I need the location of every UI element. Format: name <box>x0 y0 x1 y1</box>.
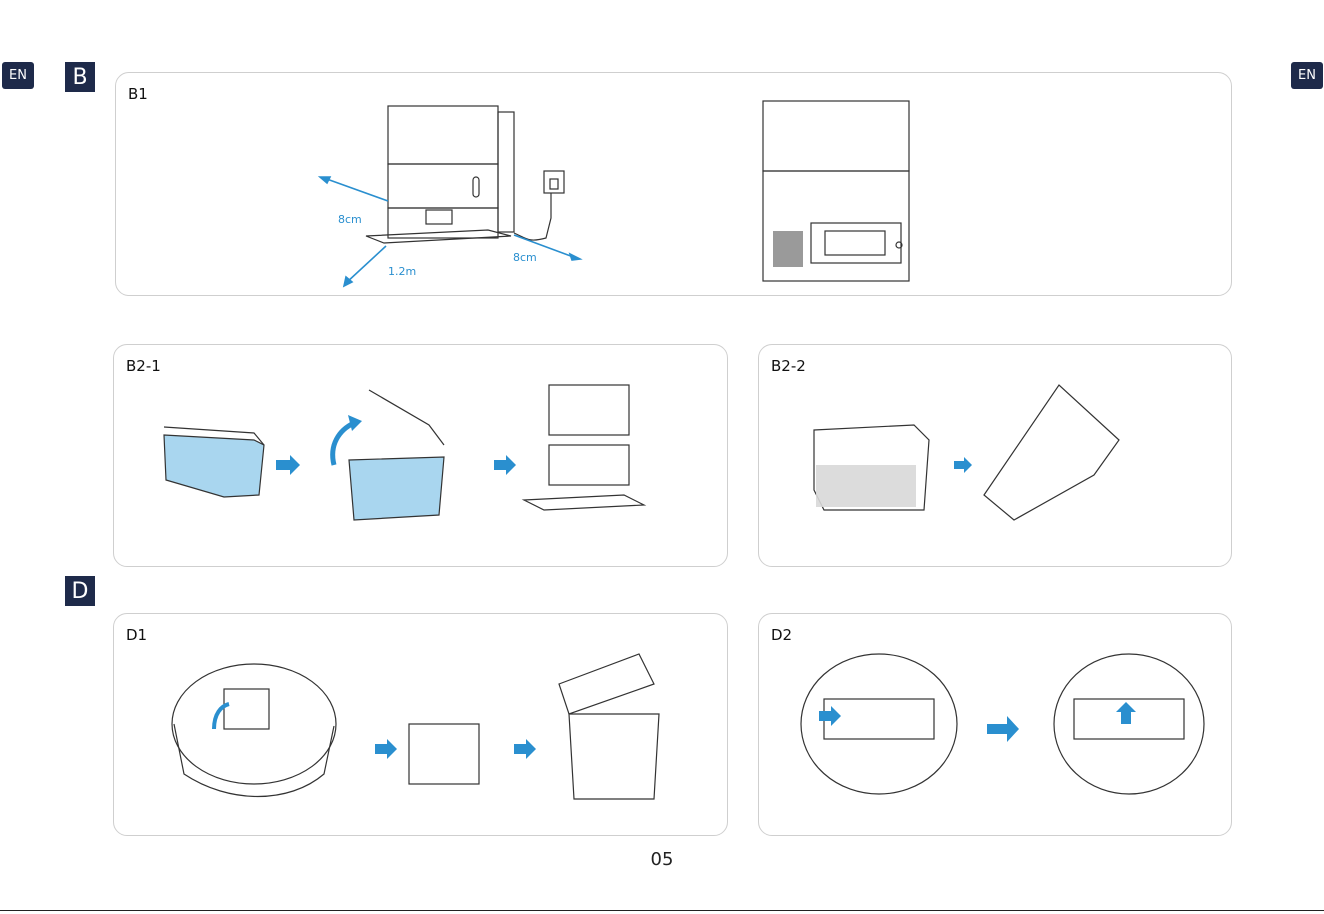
dustbin-empty-illustration <box>169 654 709 834</box>
dim-front: 1.2m <box>388 265 416 278</box>
dirty-tank-empty-illustration <box>804 380 1184 560</box>
panel-b2-2-label: B2-2 <box>771 357 806 375</box>
section-d-marker: D <box>65 576 95 606</box>
panel-b1: B1 8cm 1.2m 8cm <box>115 72 1232 296</box>
panel-b2-2: B2-2 <box>758 344 1232 567</box>
panel-d1: D1 <box>113 613 728 836</box>
panel-d1-label: D1 <box>126 626 147 644</box>
roller-brush-removal-illustration <box>789 644 1209 824</box>
dim-right: 8cm <box>513 251 537 264</box>
bottom-rule <box>0 910 1324 911</box>
dim-left: 8cm <box>338 213 362 226</box>
section-b-marker: B <box>65 62 95 92</box>
page-number: 05 <box>0 849 1324 870</box>
station-clearance-illustration: 8cm 1.2m 8cm <box>306 98 626 293</box>
panel-b2-1-label: B2-1 <box>126 357 161 375</box>
panel-b1-label: B1 <box>128 85 148 103</box>
panel-d2: D2 <box>758 613 1232 836</box>
language-badge-right: EN <box>1291 62 1323 89</box>
station-back-illustration <box>761 99 921 289</box>
panel-d2-label: D2 <box>771 626 792 644</box>
panel-b2-1: B2-1 <box>113 344 728 567</box>
language-badge-left: EN <box>2 62 34 89</box>
water-tank-refill-illustration <box>154 405 714 565</box>
